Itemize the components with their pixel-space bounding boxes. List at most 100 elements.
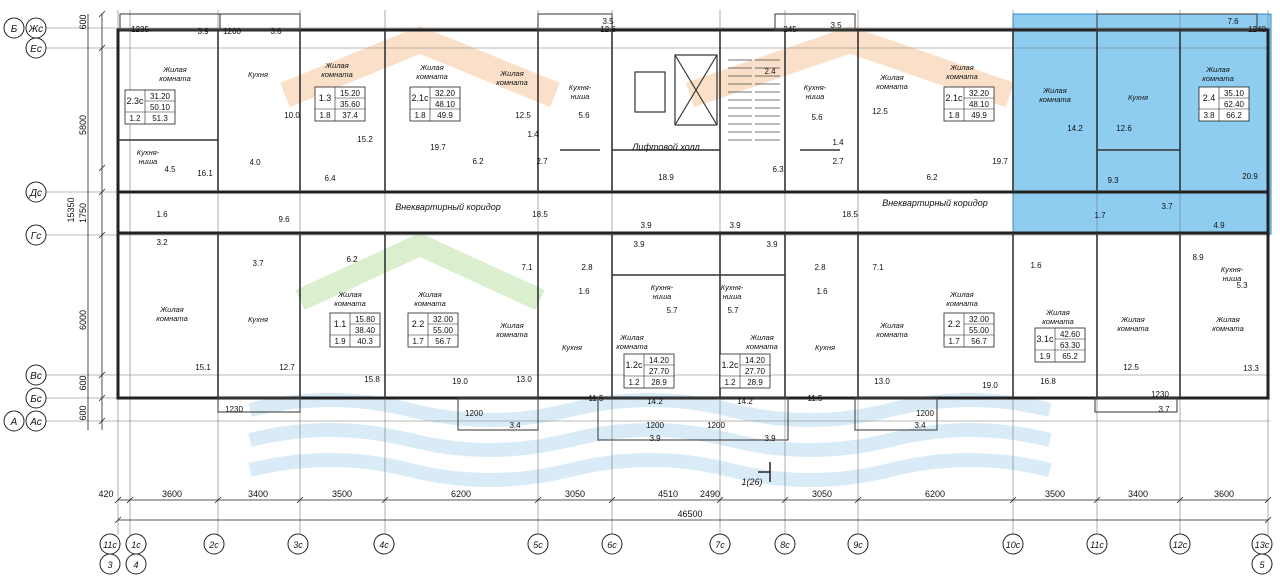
area-label: 3.7 [252,259,264,268]
dim-tick [1264,496,1272,504]
apartment-table-value: 42.60 [1060,330,1081,339]
axis-label-bottom: 11с [103,540,117,550]
apartment-table-value: 28.9 [747,378,763,387]
apartment-table-value: 49.9 [437,111,453,120]
area-label: 245 [783,25,797,34]
area-label: 12.5 [515,111,531,120]
area-label: 14.2 [737,397,753,406]
apartment-table-value: 1.2 [724,378,736,387]
dim-tick [98,394,106,402]
apartment-table-frame [124,89,176,125]
area-label: 9.6 [278,215,290,224]
apartment-table-value: 1.3 [319,93,332,103]
left-axes [3,17,47,432]
apartment-table-value: 32.20 [969,89,990,98]
area-label: 18.5 [532,210,548,219]
dim-tick [854,496,862,504]
area-label: 3.9 [729,221,741,230]
area-label: 5.7 [727,306,739,315]
area-label: 19.7 [430,143,446,152]
apartment-table-frame [623,353,675,389]
dim-3400-a: 3400 [248,489,268,499]
apartment-table-frame [314,86,366,122]
axis-label-bottom: 4с [379,540,389,550]
dim-tick [114,516,122,524]
area-label: 3.5 [830,21,842,30]
axis-label-es: Ес [30,44,42,55]
area-label: 10.0 [284,111,300,120]
apartment-table-value: 37.4 [342,111,358,120]
area-label: 2.4 [764,67,776,76]
apartment-table-value: 55.00 [433,326,454,335]
area-label: 18.9 [658,173,674,182]
area-label: 3.4 [914,421,926,430]
apartment-table-value: 40.3 [357,337,373,346]
apartment-table-value: 3.8 [1203,111,1215,120]
vertical-dims: 600 5800 1750 6000 600 600 15350 [66,14,88,420]
dim-2490: 2490 [700,489,720,499]
dimension-lines [87,14,1268,521]
apartment-table-value: 1.8 [414,111,426,120]
area-label: 7.1 [521,263,533,272]
staircase [728,59,780,141]
apartment-table-frame [943,312,995,348]
highlighted-apartment[interactable] [1012,13,1272,235]
area-label: 16.8 [1040,377,1056,386]
axis-label-bottom: 13с [1255,540,1270,550]
area-label: 2.7 [536,157,548,166]
apartment-table-value: 48.10 [435,100,456,109]
area-label: 8.9 [1192,253,1204,262]
dim-tick [781,496,789,504]
room-name: Кухня-ниша [804,83,827,101]
apartment-table-value: 50.10 [150,103,171,112]
apartment-table-value: 2.2 [948,319,961,329]
axis-label-bottom-sub: 5 [1259,560,1265,570]
dim-3600-b: 3600 [1214,489,1234,499]
area-label: 6.2 [346,255,358,264]
area-label: 3.6 [270,27,282,36]
apartment-table-value: 32.20 [435,89,456,98]
apartment-table-value: 51.3 [152,114,168,123]
vdim-600-top: 600 [78,14,88,29]
area-label: 6.2 [472,157,484,166]
axis-label-bottom: 12с [1173,540,1188,550]
area-label: 1.6 [578,287,590,296]
area-label: 19.0 [982,381,998,390]
dim-total: 46500 [677,509,702,519]
axis-label-bottom-sub: 3 [107,560,112,570]
area-label: 3.7 [1158,405,1170,414]
area-label: 12.5 [1123,363,1139,372]
area-label: 13.3 [1243,364,1259,373]
apartment-table-value: 1.2 [129,114,141,123]
apartment-table-value: 27.70 [745,367,766,376]
vdim-600-mid: 600 [78,375,88,390]
area-label: 1235 [131,25,149,34]
apartment-table-value: 35.10 [1224,89,1245,98]
apartment-table-value: 1.7 [948,337,960,346]
axis-bubble [125,553,147,575]
dim-tick [296,496,304,504]
apartment-table-value: 1.2 [628,378,640,387]
area-label: 1.4 [832,138,844,147]
apartment-table-value: 27.70 [649,367,670,376]
dim-tick [716,496,724,504]
dim-tick [1093,496,1101,504]
apartment-table-value: 1.8 [319,111,331,120]
apartment-table-value: 66.2 [1226,111,1242,120]
axis-bubble [1086,533,1108,555]
apartment-table-value: 1.7 [412,337,424,346]
apartment-table-frame [719,353,771,389]
corridor-right-label: Внеквартирный коридор [882,198,988,208]
dim-4510: 4510 [658,489,678,499]
